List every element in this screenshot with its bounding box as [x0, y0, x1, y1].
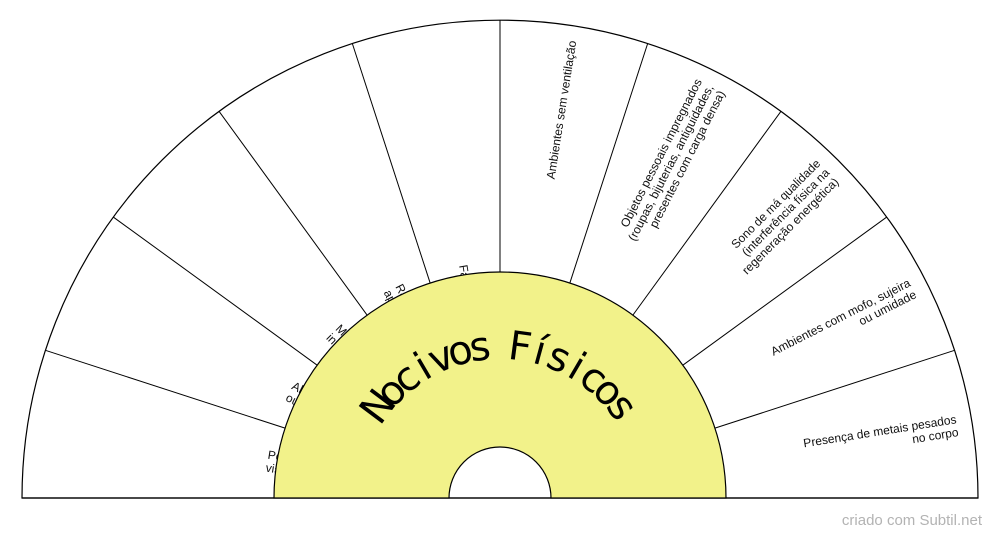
- segment-divider: [218, 110, 368, 316]
- segment-divider: [569, 43, 649, 284]
- segment-divider: [714, 349, 955, 429]
- segment-divider: [632, 110, 782, 316]
- credit-text: criado com Subtil.net: [841, 512, 982, 529]
- segment-divider: [351, 43, 431, 284]
- center-half-disc: [273, 271, 727, 499]
- center-ring: [273, 271, 727, 499]
- segment-divider: [45, 349, 286, 429]
- segment-divider: [682, 216, 888, 366]
- chart-segments: [21, 19, 979, 499]
- segment-divider: [112, 216, 318, 366]
